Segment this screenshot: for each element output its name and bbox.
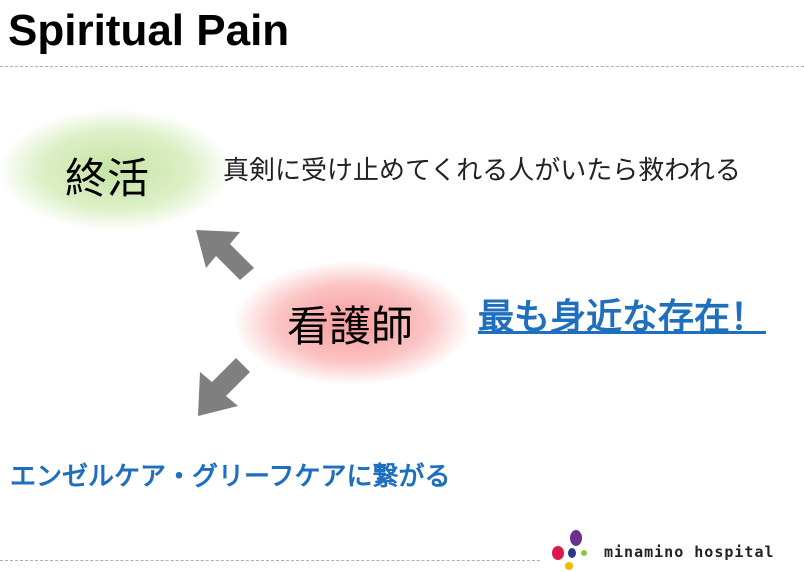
hospital-logo-text: minamino hospital bbox=[604, 543, 775, 561]
arrow-up-left-icon bbox=[196, 230, 254, 280]
arrow-down-left-icon bbox=[198, 358, 250, 416]
red-glow bbox=[235, 262, 470, 384]
phrase-top: 真剣に受け止めてくれる人がいたら救われる bbox=[223, 156, 741, 186]
title-divider bbox=[0, 66, 804, 67]
footer-divider bbox=[0, 560, 540, 561]
phrase-bottom: エンゼルケア・グリーフケアに繋がる bbox=[10, 462, 451, 492]
node-center-label: 看護師 bbox=[287, 302, 414, 351]
node-top-label: 終活 bbox=[65, 154, 150, 203]
green-glow bbox=[0, 110, 230, 230]
hospital-logo-icon bbox=[552, 530, 587, 570]
phrase-center: 最も身近な存在！ bbox=[478, 297, 767, 338]
slide-title: Spiritual Pain bbox=[8, 6, 290, 55]
